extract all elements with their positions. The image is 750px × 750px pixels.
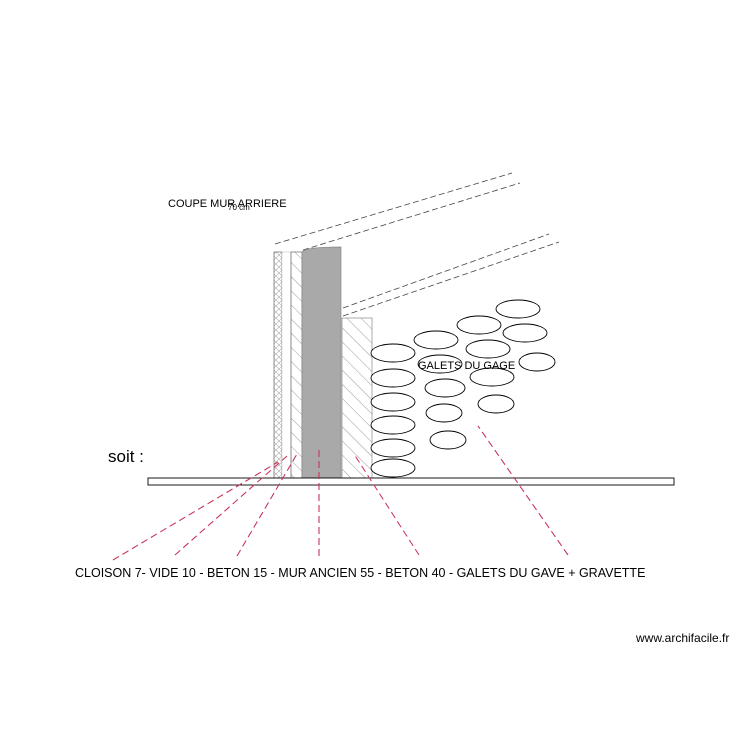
galet <box>477 394 515 414</box>
leader-vide <box>174 455 288 556</box>
beton-40-layer <box>341 317 373 479</box>
perspective-lines <box>274 172 560 317</box>
galet <box>417 354 463 374</box>
galet <box>370 343 416 363</box>
leader-beton-15 <box>236 453 298 557</box>
galet <box>424 378 466 398</box>
leader-cloison <box>112 461 279 561</box>
drawing-title: COUPE MUR ARRIERE <box>168 198 287 210</box>
galet <box>370 415 416 435</box>
galet <box>413 330 459 350</box>
galet <box>370 368 416 388</box>
layers-legend: CLOISON 7- VIDE 10 - BETON 15 - MUR ANCI… <box>75 566 646 580</box>
galet <box>502 323 548 343</box>
galet <box>465 339 511 359</box>
beton-15-layer <box>290 251 303 479</box>
galet <box>495 299 541 319</box>
mur-ancien-layer <box>301 246 342 479</box>
galet <box>518 352 556 372</box>
galet <box>370 392 416 412</box>
leader-lines <box>112 425 569 561</box>
galet <box>456 315 502 335</box>
ground-slab <box>147 477 675 486</box>
cloison-layer <box>273 251 283 479</box>
dimension-note: 70 cm <box>228 203 250 212</box>
vide-layer <box>281 251 292 479</box>
ground-label: soit : <box>108 447 144 466</box>
leader-beton-40 <box>353 453 420 556</box>
galet <box>469 367 515 387</box>
galet <box>370 458 416 478</box>
galets-label: GALETS DU GAGE <box>418 360 516 372</box>
galet <box>425 403 463 423</box>
galet <box>370 438 416 458</box>
leader-galets <box>477 425 569 556</box>
watermark: www.archifacile.fr <box>636 631 730 645</box>
galet <box>429 430 467 450</box>
galets-group <box>370 299 556 478</box>
